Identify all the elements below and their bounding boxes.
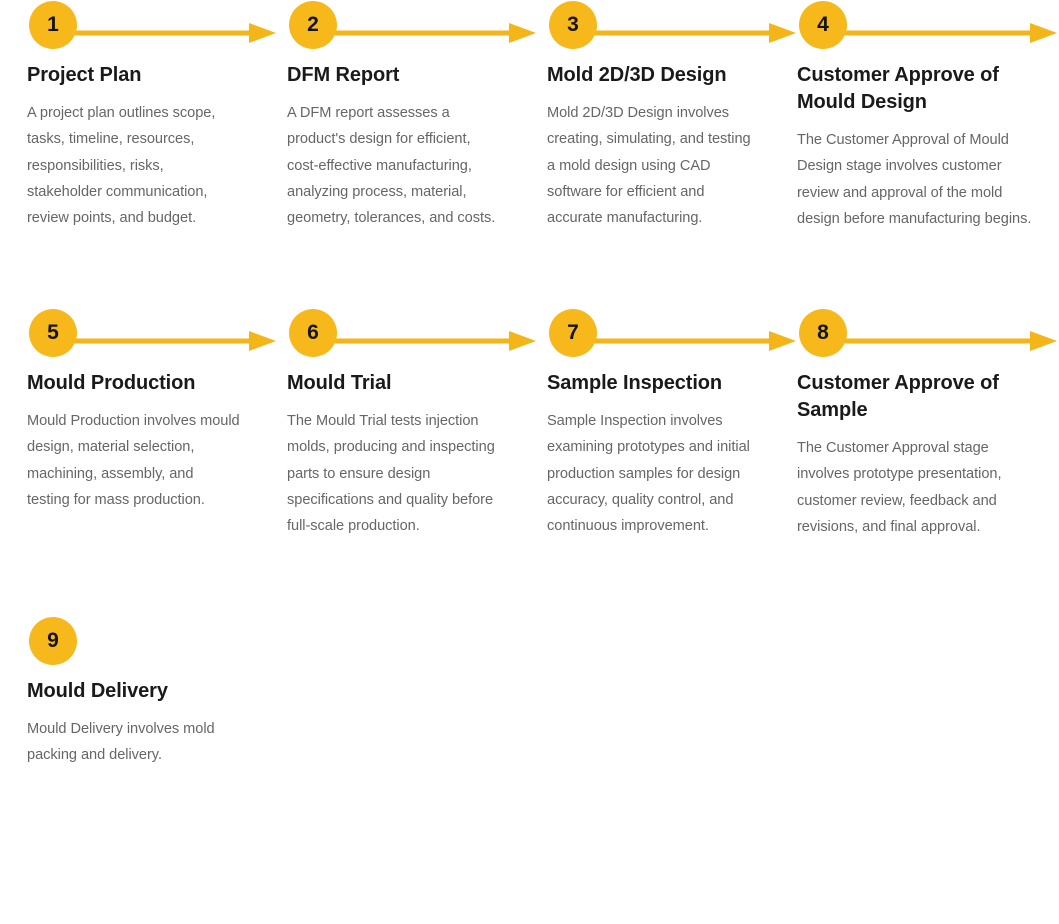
step-title-9: Mould Delivery <box>27 680 168 702</box>
step-marker-7: 7 <box>547 308 796 370</box>
step-number-1: 1 <box>47 13 59 36</box>
step-number-badge-5: 5 <box>29 309 77 357</box>
step-description-1: A project plan outlines scope, tasks, ti… <box>27 105 216 227</box>
process-step-8: 8 Customer Approve of Sample The Custome… <box>780 308 1059 616</box>
step-number-9: 9 <box>47 629 59 652</box>
step-description-9: Mould Delivery involves mold packing and… <box>27 721 215 764</box>
step-marker-3: 3 <box>547 0 796 62</box>
step-number-5: 5 <box>47 321 59 344</box>
arrow-right-icon-3 <box>591 22 796 44</box>
step-number-8: 8 <box>817 321 829 344</box>
arrow-right-icon-1 <box>71 22 276 44</box>
step-number-3: 3 <box>567 13 579 36</box>
process-step-5: 5 Mould Production Mould Production invo… <box>0 308 276 616</box>
process-step-9: 9 Mould Delivery Mould Delivery involves… <box>0 616 260 924</box>
step-number-badge-6: 6 <box>289 309 337 357</box>
step-title-2: DFM Report <box>287 64 400 86</box>
arrow-right-icon-4 <box>841 22 1057 44</box>
step-title-7: Sample Inspection <box>547 372 723 394</box>
step-number-badge-2: 2 <box>289 1 337 49</box>
arrow-right-icon-7 <box>591 330 796 352</box>
step-marker-9: 9 <box>27 616 240 678</box>
step-number-4: 4 <box>817 13 829 36</box>
step-number-badge-9: 9 <box>29 617 77 665</box>
arrow-right-icon-6 <box>331 330 536 352</box>
step-description-6: The Mould Trial tests injection molds, p… <box>287 413 495 535</box>
step-marker-6: 6 <box>287 308 536 370</box>
step-description-2: A DFM report assesses a product's design… <box>287 105 496 227</box>
process-step-6: 6 Mould Trial The Mould Trial tests inje… <box>260 308 536 616</box>
step-title-5: Mould Production <box>27 372 196 394</box>
step-title-6: Mould Trial <box>287 372 392 394</box>
step-marker-1: 1 <box>27 0 276 62</box>
arrow-right-icon-2 <box>331 22 536 44</box>
step-description-8: The Customer Approval stage involves pro… <box>797 440 1002 535</box>
step-title-4: Customer Approve of Mould Design <box>797 64 999 113</box>
arrow-right-icon-5 <box>71 330 276 352</box>
step-number-2: 2 <box>307 13 319 36</box>
step-number-7: 7 <box>567 321 579 344</box>
step-marker-5: 5 <box>27 308 276 370</box>
step-number-badge-8: 8 <box>799 309 847 357</box>
step-title-3: Mold 2D/3D Design <box>547 64 727 86</box>
step-description-3: Mold 2D/3D Design involves creating, sim… <box>547 105 751 227</box>
step-description-7: Sample Inspection involves examining pro… <box>547 413 750 535</box>
step-title-1: Project Plan <box>27 64 142 86</box>
step-title-8: Customer Approve of Sample <box>797 372 999 421</box>
process-step-1: 1 Project Plan A project plan outlines s… <box>0 0 276 308</box>
process-step-3: 3 Mold 2D/3D Design Mold 2D/3D Design in… <box>520 0 796 308</box>
process-step-4: 4 Customer Approve of Mould Design The C… <box>780 0 1059 308</box>
process-step-2: 2 DFM Report A DFM report assesses a pro… <box>260 0 536 308</box>
step-number-badge-4: 4 <box>799 1 847 49</box>
step-number-badge-1: 1 <box>29 1 77 49</box>
arrow-right-icon-8 <box>841 330 1057 352</box>
step-marker-2: 2 <box>287 0 536 62</box>
step-number-badge-7: 7 <box>549 309 597 357</box>
step-marker-8: 8 <box>797 308 1057 370</box>
step-description-5: Mould Production involves mould design, … <box>27 413 240 508</box>
step-marker-4: 4 <box>797 0 1057 62</box>
step-number-badge-3: 3 <box>549 1 597 49</box>
step-description-4: The Customer Approval of Mould Design st… <box>797 132 1032 227</box>
process-step-7: 7 Sample Inspection Sample Inspection in… <box>520 308 796 616</box>
step-number-6: 6 <box>307 321 319 344</box>
